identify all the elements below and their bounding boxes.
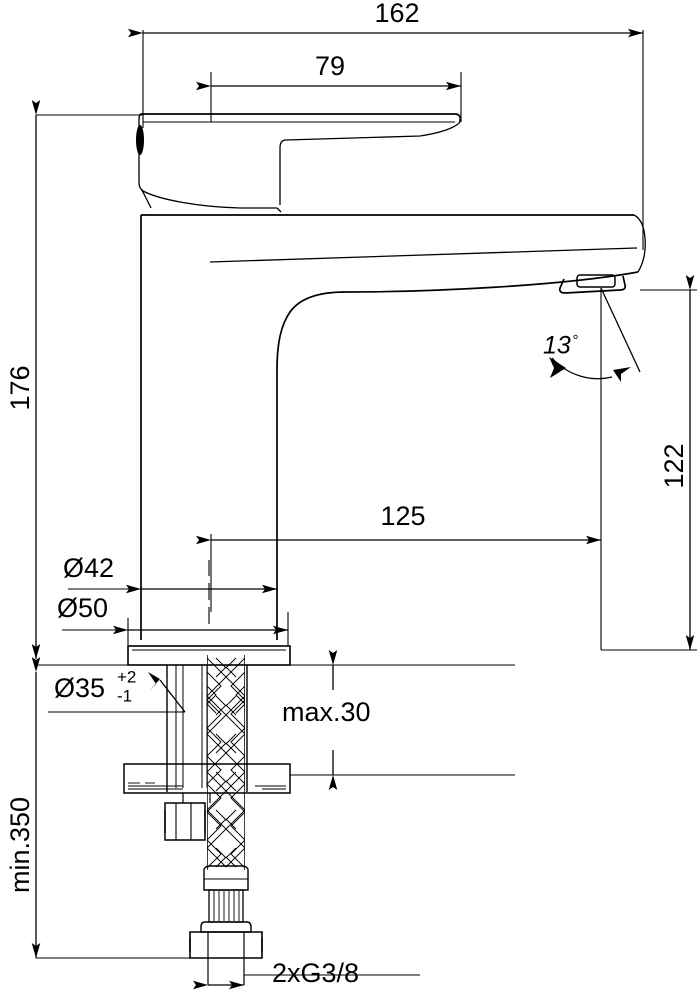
degree-symbol-icon: ° [572, 332, 578, 349]
label-spout-reach: 125 [380, 501, 425, 531]
dimension-min-350 [31, 657, 190, 959]
braided-flexible-hose [207, 655, 245, 870]
dimension-162 [128, 28, 644, 250]
faucet-body-spout [140, 214, 646, 640]
connection-nut-g38 [189, 931, 263, 985]
label-spout-height: 122 [659, 443, 689, 488]
label-body-diameter: Ø42 [63, 553, 114, 583]
clamping-plate [123, 763, 291, 803]
label-thread-connection: 2xG3/8 [272, 958, 359, 988]
label-spout-angle-group: 13 ° [543, 332, 578, 360]
dimension-122 [601, 275, 697, 651]
label-hose-length: min.350 [5, 797, 35, 893]
label-base-diameter: Ø50 [57, 593, 108, 623]
label-spout-angle: 13 [543, 332, 571, 360]
dimension-2xG38 [193, 974, 420, 990]
label-counter-thickness: max.30 [282, 697, 371, 727]
mounting-base-plate [127, 645, 291, 666]
label-overall-width: 162 [374, 0, 419, 28]
faucet-lever-handle [136, 113, 462, 213]
angle-13-degrees-annotation [549, 287, 641, 650]
label-hole-diameter: Ø35 [54, 673, 105, 703]
dimension-125 [196, 534, 601, 612]
hex-nut [164, 802, 206, 841]
label-hole-tolerance-lower: -1 [117, 686, 132, 705]
dimension-max-30 [290, 650, 515, 790]
hose-end-fitting [200, 865, 252, 933]
label-overall-height: 176 [5, 365, 35, 410]
dimension-176 [31, 100, 143, 659]
label-hole-diameter-group: Ø35 +2 -1 [54, 667, 136, 705]
label-hole-tolerance-upper: +2 [117, 667, 136, 686]
dimension-diameter-50 [62, 612, 289, 645]
label-handle-width: 79 [315, 51, 345, 81]
leader-diameter-35 [48, 672, 186, 713]
